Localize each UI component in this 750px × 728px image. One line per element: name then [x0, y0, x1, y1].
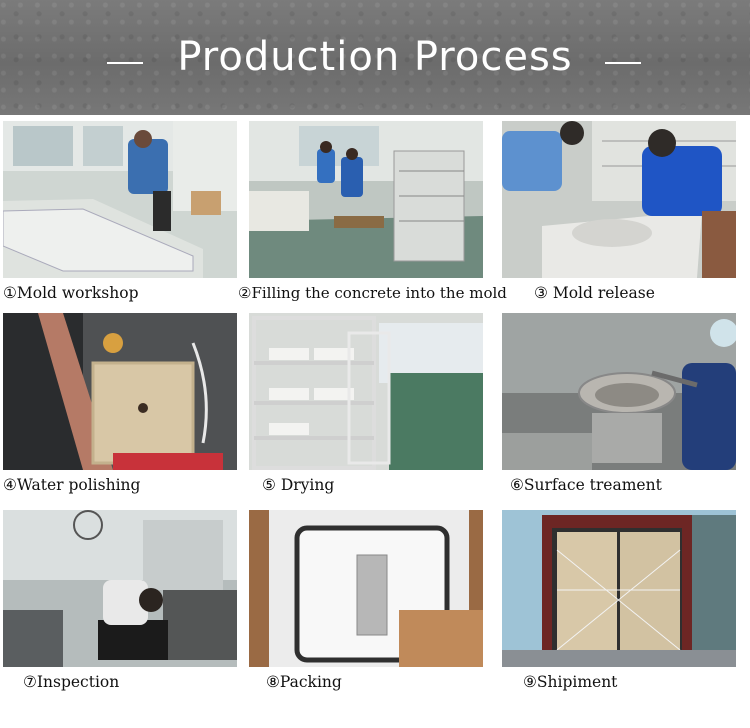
page-title: Production Process: [177, 34, 573, 80]
title-dash-left: [107, 62, 143, 64]
photo-surface-treatment: [502, 313, 736, 470]
photo-packing: [249, 510, 483, 667]
caption-mold-release: ③ Mold release: [534, 284, 655, 302]
photo-inspection: [3, 510, 237, 667]
caption-packing: ⑧Packing: [266, 673, 342, 691]
title-dash-right: [605, 62, 641, 64]
photo-mold-workshop: [3, 121, 237, 278]
caption-drying: ⑤ Drying: [262, 476, 335, 494]
caption-water-polishing: ④Water polishing: [3, 476, 141, 494]
photo-shipment: [502, 510, 736, 667]
photo-mold-release: [502, 121, 736, 278]
photo-drying: [249, 313, 483, 470]
caption-surface-treatment: ⑥Surface treament: [510, 476, 662, 494]
photo-filling-concrete: [249, 121, 483, 278]
caption-filling-concrete: ②Filling the concrete into the mold: [238, 284, 507, 302]
photo-water-polishing: [3, 313, 237, 470]
caption-mold-workshop: ①Mold workshop: [3, 284, 139, 302]
caption-shipment: ⑨Shipiment: [523, 673, 618, 691]
header-banner: Production Process: [0, 0, 750, 115]
caption-inspection: ⑦Inspection: [23, 673, 120, 691]
